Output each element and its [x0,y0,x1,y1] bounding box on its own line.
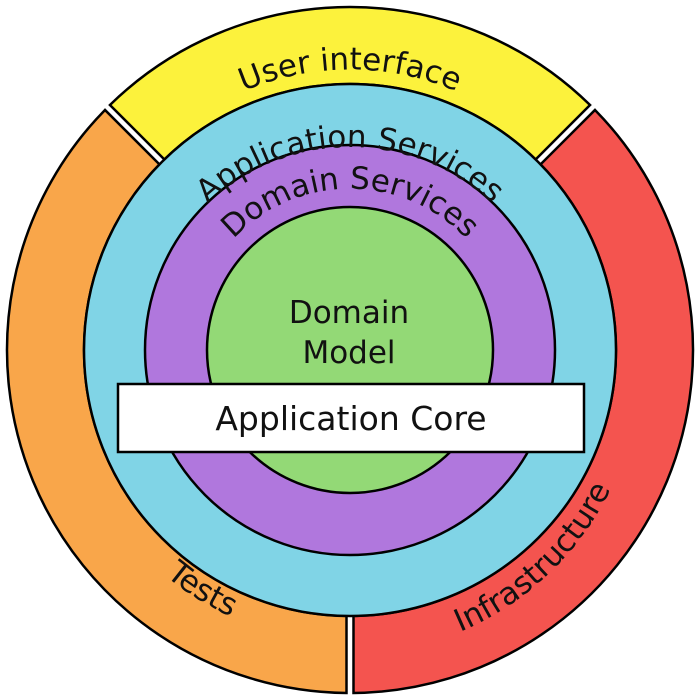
domain-model-label-line2: Model [302,335,395,371]
domain-model-label-line1: Domain [289,295,409,331]
application-core-banner [116,382,586,454]
application-core-label: Application Core [215,399,486,438]
